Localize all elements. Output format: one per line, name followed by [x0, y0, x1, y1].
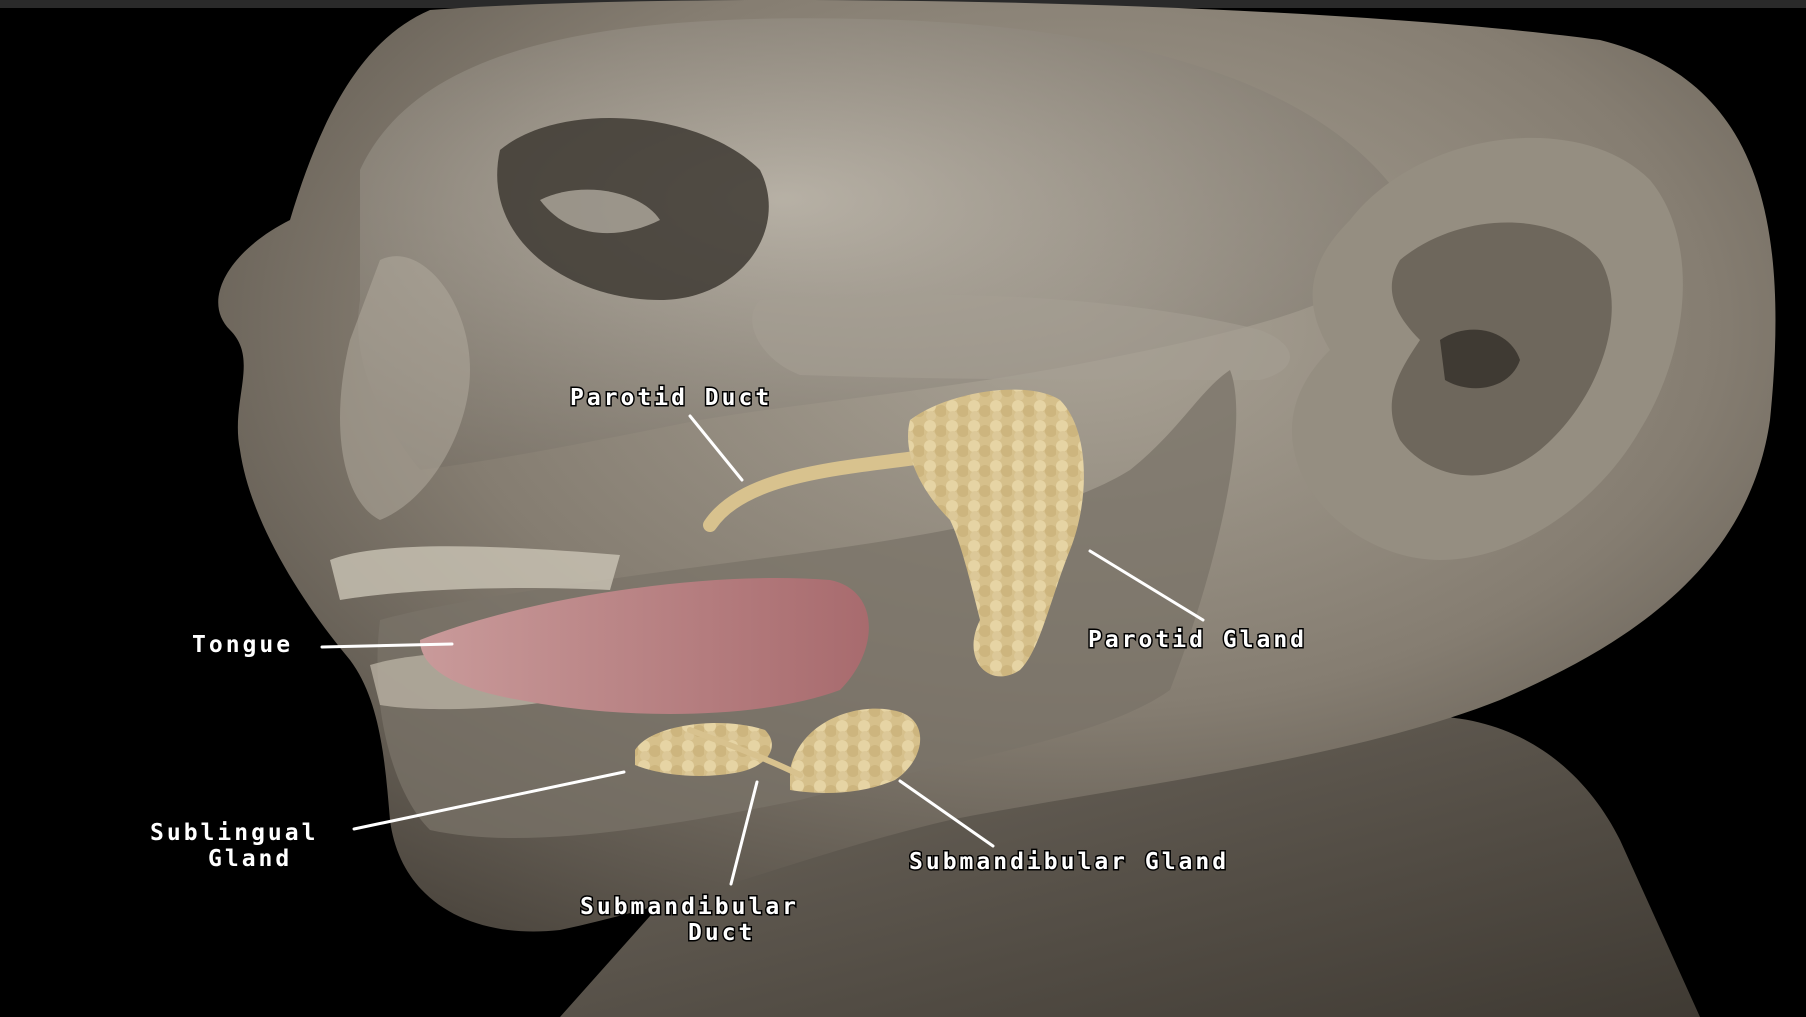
- label-sublingual-gland-line2: Gland: [208, 846, 292, 872]
- label-submandibular-gland: Submandibular Gland: [909, 849, 1229, 875]
- label-submandibular-duct-line1: Submandibular: [580, 894, 799, 920]
- label-sublingual-gland-line1: Sublingual: [150, 820, 318, 846]
- label-parotid-gland: Parotid Gland: [1088, 627, 1307, 653]
- label-submandibular-duct-line2: Duct: [688, 920, 755, 946]
- label-parotid-duct: Parotid Duct: [570, 385, 772, 411]
- label-tongue: Tongue: [192, 632, 293, 658]
